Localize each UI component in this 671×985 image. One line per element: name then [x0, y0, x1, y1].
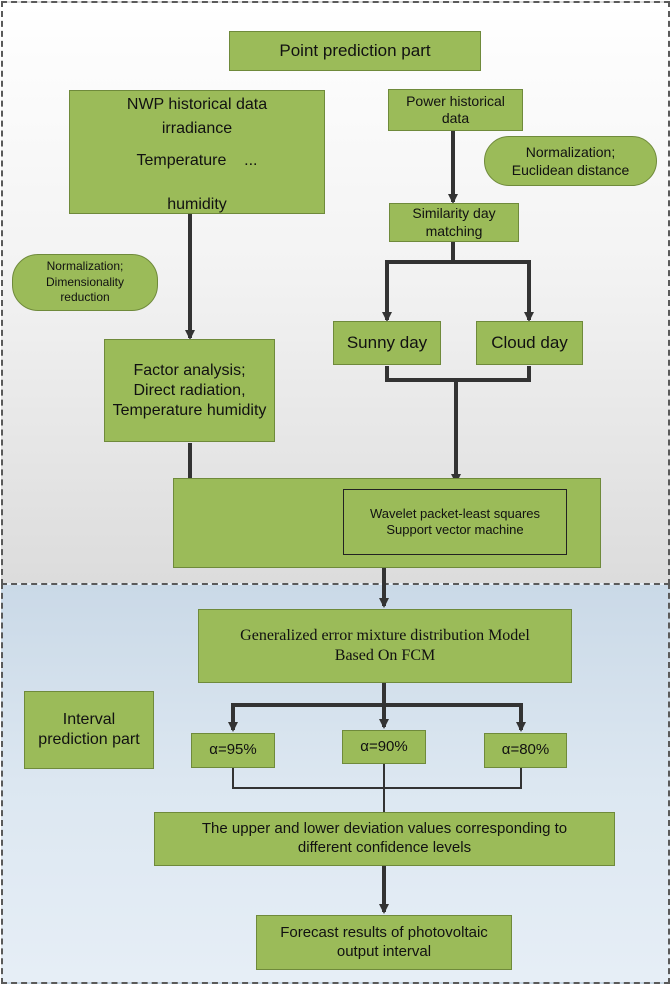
- similarity-line-2: matching: [425, 222, 483, 239]
- factor-line-3: Temperature humidity: [112, 401, 267, 419]
- norm-euclid-line-1: Normalization;: [525, 143, 616, 160]
- nwp-line-4: humidity: [167, 196, 227, 213]
- wavelet-line-1: Wavelet packet-least squares: [369, 505, 541, 521]
- nwp-historical-data-box: NWP historical data irradiance Temperatu…: [69, 90, 325, 214]
- normalization-dimensionality-note: Normalization; Dimensionality reduction: [12, 254, 158, 311]
- point-prediction-title: Point prediction part: [229, 31, 481, 71]
- nwp-line-2: irradiance: [161, 120, 233, 137]
- error-mixture-model-box: Generalized error mixture distribution M…: [198, 609, 572, 683]
- nwp-line-1: NWP historical data: [126, 96, 268, 113]
- deviation-values-box: The upper and lower deviation values cor…: [154, 812, 615, 866]
- cloud-day-label: Cloud day: [491, 333, 568, 353]
- forecast-line-2: output interval: [336, 942, 432, 960]
- alpha-90-box: α=90%: [342, 730, 426, 764]
- factor-analysis-box: Factor analysis; Direct radiation, Tempe…: [104, 339, 275, 442]
- alpha-95-label: α=95%: [209, 741, 257, 759]
- wavelet-line-2: Support vector machine: [386, 522, 524, 537]
- forecast-results-box: Forecast results of photovoltaic output …: [256, 915, 512, 970]
- power-line-2: data: [441, 110, 470, 126]
- alpha-90-label: α=90%: [360, 737, 408, 755]
- gemd-line-1: Generalized error mixture distribution M…: [240, 627, 530, 644]
- interval-line-2: prediction part: [38, 731, 140, 748]
- alpha-95-box: α=95%: [191, 733, 275, 768]
- nwp-line-3: Temperature ...: [136, 152, 258, 169]
- cloud-day-box: Cloud day: [476, 321, 583, 365]
- norm-dim-line-1: Normalization;: [46, 259, 124, 274]
- norm-dim-line-2: Dimensionality: [45, 274, 125, 289]
- deviation-line-2: different confidence levels: [297, 839, 472, 856]
- norm-euclid-line-2: Euclidean distance: [511, 162, 630, 178]
- factor-line-1: Factor analysis;: [133, 361, 246, 379]
- sunny-day-label: Sunny day: [346, 333, 428, 353]
- sunny-day-box: Sunny day: [333, 321, 441, 365]
- factor-line-2: Direct radiation,: [133, 381, 246, 399]
- power-historical-data-box: Power historical data: [388, 89, 523, 131]
- norm-dim-line-3: reduction: [60, 290, 110, 305]
- similarity-day-matching-box: Similarity day matching: [389, 203, 519, 242]
- point-prediction-label: Point prediction part: [279, 41, 431, 61]
- similarity-line-1: Similarity day: [412, 205, 496, 221]
- forecast-line-1: Forecast results of photovoltaic: [280, 923, 488, 941]
- deviation-line-1: The upper and lower deviation values cor…: [201, 820, 568, 838]
- power-line-1: Power historical: [406, 92, 505, 109]
- alpha-80-box: α=80%: [484, 733, 567, 768]
- interval-line-1: Interval: [62, 711, 116, 728]
- wavelet-svm-box: Wavelet packet-least squares Support vec…: [343, 489, 567, 555]
- alpha-80-label: α=80%: [501, 741, 550, 759]
- normalization-euclidean-note: Normalization; Euclidean distance: [484, 136, 657, 186]
- interval-prediction-title: Interval prediction part: [24, 691, 154, 769]
- gemd-line-2: Based On FCM: [334, 647, 436, 664]
